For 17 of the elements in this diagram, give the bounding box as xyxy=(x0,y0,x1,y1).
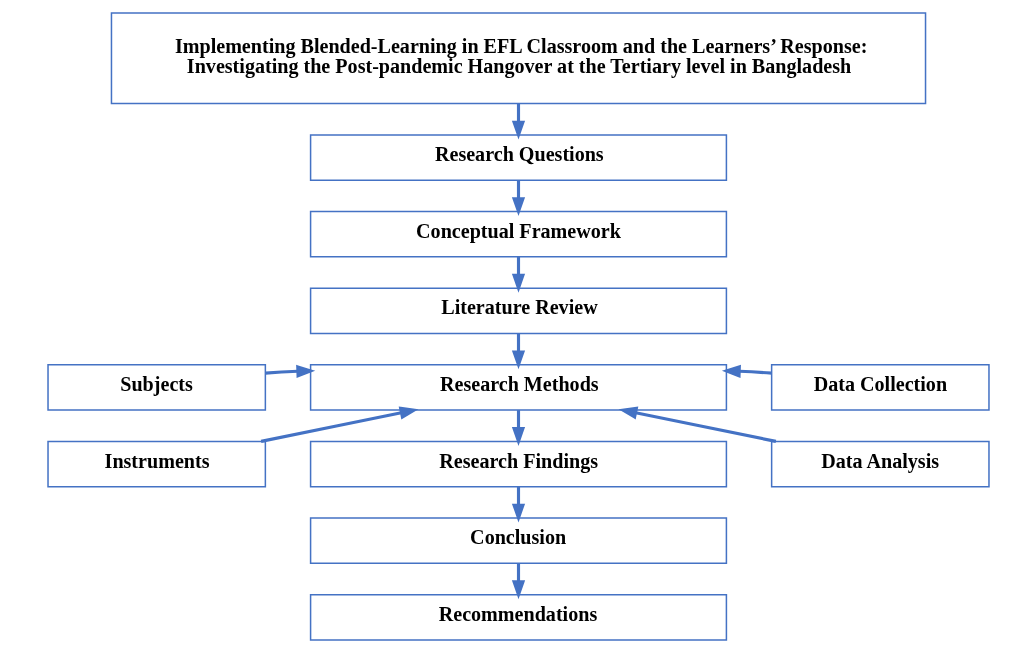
node-box: Data Collection xyxy=(770,364,990,411)
node-box: Research Questions xyxy=(309,134,727,181)
node-box: Conceptual Framework xyxy=(309,210,727,258)
node-box: Data Analysis xyxy=(770,440,990,488)
node-box: Conclusion xyxy=(309,517,727,565)
node-box: Research Findings xyxy=(309,440,727,488)
arrow xyxy=(260,406,418,443)
arrow xyxy=(618,406,776,443)
node-box: Instruments xyxy=(46,440,266,488)
node-box: Subjects xyxy=(46,364,266,411)
node-box: Research Methods xyxy=(309,364,727,411)
node-box: Recommendations xyxy=(309,593,727,641)
arrow xyxy=(511,103,525,140)
node-box: Implementing Blended-Learning in EFL Classroom and the Learners’ Response: Investigating the Post-pandemic Hangover at the Tertiary level in Bangladesh xyxy=(110,12,926,105)
node-box: Literature Review xyxy=(309,287,727,335)
arrow xyxy=(721,364,772,378)
arrow xyxy=(264,364,315,378)
